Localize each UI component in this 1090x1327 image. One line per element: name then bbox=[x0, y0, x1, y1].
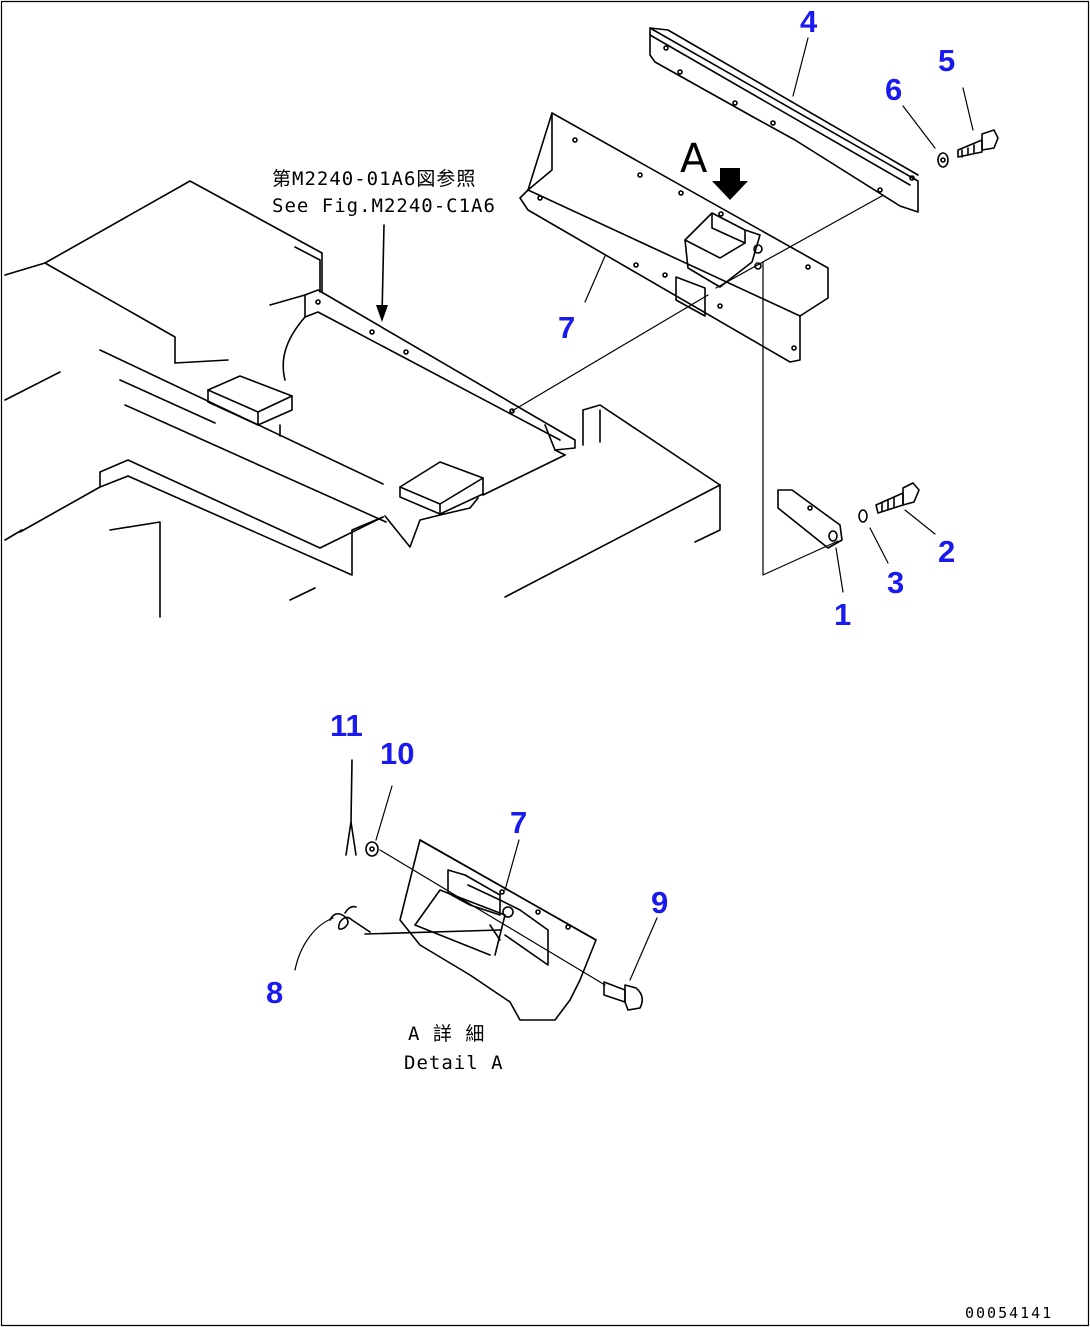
part-3-washer bbox=[858, 509, 868, 523]
callout-5: 5 bbox=[938, 43, 955, 78]
detail-a-view bbox=[364, 839, 597, 1021]
part-5-bolt bbox=[957, 129, 999, 158]
callout-10: 10 bbox=[380, 736, 414, 771]
reference-line-en: See Fig.M2240-C1A6 bbox=[272, 195, 496, 217]
callout-2: 2 bbox=[938, 534, 955, 569]
mount-block-right bbox=[399, 461, 484, 515]
reference-note: 第M2240-01A6図参照 See Fig.M2240-C1A6 bbox=[272, 168, 496, 217]
detail-caption-jp: A 詳 細 bbox=[408, 1023, 485, 1045]
part-9-pin bbox=[603, 981, 644, 1011]
callout-9: 9 bbox=[651, 885, 668, 920]
part-8-spring bbox=[329, 905, 371, 933]
part-2-bolt bbox=[875, 482, 920, 514]
drawing-code: 00054141 bbox=[965, 1304, 1053, 1322]
machine-frame bbox=[4, 180, 721, 618]
mount-block-left bbox=[207, 375, 293, 437]
callout-4: 4 bbox=[800, 4, 818, 39]
callout-11: 11 bbox=[330, 708, 363, 743]
detail-axis-line bbox=[379, 849, 606, 986]
rear-plate bbox=[282, 289, 576, 456]
callout-7-main: 7 bbox=[558, 310, 575, 345]
callout-1: 1 bbox=[834, 597, 851, 632]
view-arrow bbox=[712, 168, 748, 200]
part-7-cover bbox=[519, 112, 829, 363]
reference-line-jp: 第M2240-01A6図参照 bbox=[272, 168, 476, 190]
view-marker-label: A bbox=[680, 136, 708, 182]
reference-arrow bbox=[376, 224, 388, 322]
detail-caption: A 詳 細 Detail A bbox=[404, 1023, 504, 1074]
part-1-plate bbox=[777, 489, 843, 549]
callout-6: 6 bbox=[885, 72, 902, 107]
part-6-washer bbox=[937, 152, 949, 168]
callout-3: 3 bbox=[887, 565, 904, 600]
part-4-bracket bbox=[649, 27, 919, 213]
part-11-cotter-pin bbox=[345, 759, 357, 856]
leader-to-part-1 bbox=[762, 261, 839, 576]
alignment-line bbox=[511, 294, 709, 412]
detail-caption-en: Detail A bbox=[404, 1052, 504, 1074]
leader-7-to-4 bbox=[715, 191, 890, 289]
callout-7-detail: 7 bbox=[510, 805, 527, 840]
callout-8: 8 bbox=[266, 975, 283, 1010]
part-10-washer bbox=[365, 841, 379, 857]
callout-leaders bbox=[294, 37, 974, 981]
